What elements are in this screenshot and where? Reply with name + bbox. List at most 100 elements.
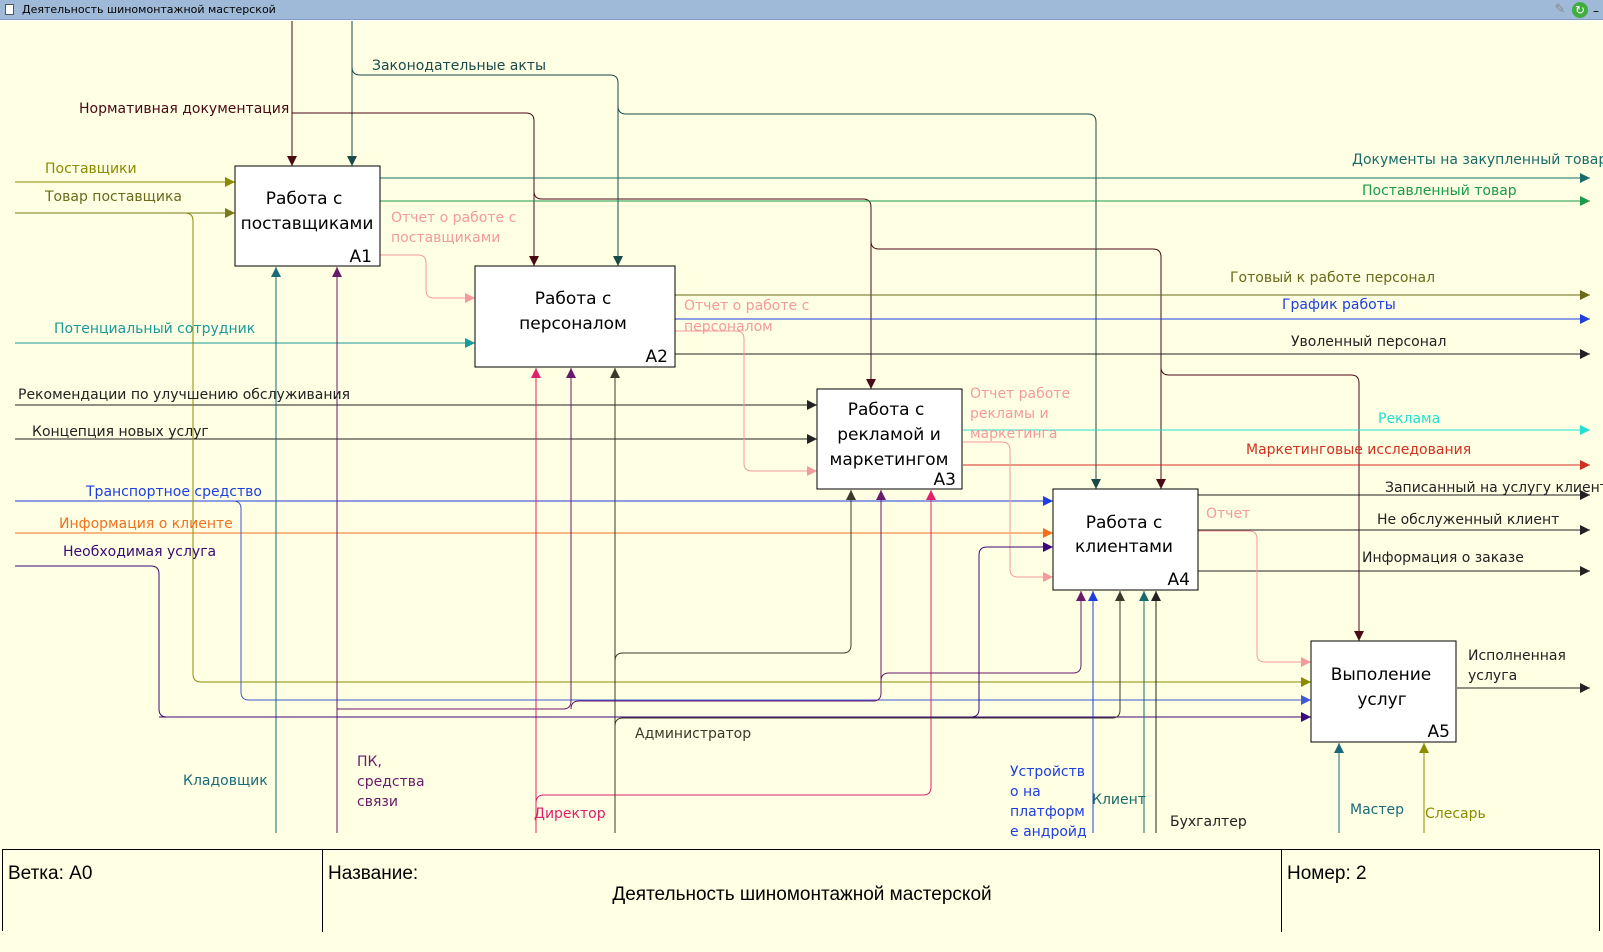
window-title: Деятельность шиномонтажной мастерской [22,3,276,16]
label-director: Директор [534,806,606,822]
arrow-normative-docs-a5[interactable] [1160,366,1364,641]
name-label: Название: [328,863,419,884]
diagram-footer: Ветка: А0 Название: Деятельность шиномон… [2,849,1600,932]
label-work-schedule: График работы [1282,297,1396,313]
label-pc-3: связи [357,794,398,810]
footer-name-cell: Название: Деятельность шиномонтажной мас… [323,850,1282,932]
label-pc-2: средства [357,774,425,790]
label-unserved-client: Не обслуженный клиент [1377,512,1559,528]
label-android-2: о на [1010,784,1041,800]
box-a5-title-line1: Выполение [1331,665,1432,685]
arrow-suppliers-report[interactable] [380,254,475,303]
arrow-vehicle-branch[interactable] [232,500,1311,705]
label-delivered-goods: Поставленный товар [1362,183,1517,199]
box-a5[interactable]: Выполение услуг A5 [1310,640,1457,743]
label-marketing-report-1: Отчет работе [970,386,1070,402]
label-booked-client: Записанный на услугу клиент [1385,480,1603,496]
branch-label: Ветка: А0 [8,863,93,884]
arrow-director-branch[interactable] [535,490,936,804]
label-completed-service-2: услуга [1468,668,1517,684]
label-client-info: Информация о клиенте [59,516,233,532]
arrow-required-service-a4[interactable] [159,542,1053,718]
box-a3[interactable]: Работа с рекламой и маркетингом A3 [816,388,963,490]
label-android-4: е андройд [1010,824,1087,840]
box-a1-number: A1 [350,247,372,267]
label-android-3: платформ [1010,804,1085,820]
label-purchased-docs: Документы на закупленный товар [1352,152,1603,168]
box-a4-title-line1: Работа с [1086,513,1163,533]
label-required-service: Необходимая услуга [63,544,216,560]
pin-icon[interactable]: ✎ [1554,2,1566,17]
number-label: Номер: 2 [1287,863,1367,884]
label-staff-report-1: Отчет о работе с [684,298,809,314]
arrow-pc-a3[interactable] [570,490,886,710]
box-a5-title-line2: услуг [1357,690,1406,710]
box-a2-title-line2: персоналом [519,314,627,334]
label-pc-1: ПК, [357,754,382,770]
label-supplier-goods: Товар поставщика [44,189,182,205]
footer-branch-cell: Ветка: А0 [3,850,323,932]
label-suppliers-report-2: поставщиками [391,230,500,246]
minimize-icon[interactable]: – [1593,4,1599,18]
label-suppliers: Поставщики [45,161,137,177]
box-a1[interactable]: Работа с поставщиками A1 [234,165,381,267]
label-android-1: Устройств [1010,764,1085,780]
arrow-normative-docs-a4[interactable] [870,240,1166,489]
label-report: Отчет [1206,506,1250,522]
arrow-supplier-goods-branch[interactable] [184,212,1311,687]
arrow-normative-docs-branch[interactable] [533,190,876,389]
label-normative-docs: Нормативная документация [79,101,289,117]
box-a2[interactable]: Работа с персоналом A2 [474,265,676,368]
arrow-legislative-acts[interactable] [351,66,623,266]
label-new-services: Концепция новых услуг [32,424,209,440]
label-recommendations: Рекомендации по улучшению обслуживания [18,387,350,403]
box-a2-number: A2 [646,347,668,367]
arrow-administrator-a4[interactable] [614,591,1125,727]
label-completed-service-1: Исполненная [1468,648,1566,664]
idef0-diagram: Работа с поставщиками A1 Работа с персон… [15,21,1603,840]
box-a3-title-line3: маркетингом [830,450,949,470]
box-a4-number: A4 [1168,570,1190,590]
label-marketing-report-3: маркетинга [970,426,1057,442]
arrow-report[interactable] [1198,530,1311,667]
box-a4-title-line2: клиентами [1075,537,1173,557]
label-vehicle: Транспортное средство [85,484,262,500]
arrow-pc-a4[interactable] [880,591,1086,682]
label-potential-employee: Потенциальный сотрудник [54,321,255,337]
label-accountant: Бухгалтер [1170,814,1247,830]
label-master: Мастер [1350,802,1404,818]
label-marketing-report-2: рекламы и [970,406,1049,422]
diagram-name: Деятельность шиномонтажной мастерской [612,884,992,905]
refresh-icon[interactable]: ↻ [1572,2,1588,18]
label-staff-report-2: персоналом [684,319,773,335]
box-a4[interactable]: Работа с клиентами A4 [1052,488,1199,591]
box-a2-title-line1: Работа с [535,289,612,309]
arrow-marketing-report[interactable] [963,441,1053,582]
box-a3-title-line1: Работа с [848,400,925,420]
box-a3-number: A3 [934,470,956,490]
label-suppliers-report-1: Отчет о работе с [391,210,516,226]
arrow-administrator-a3[interactable] [614,490,856,662]
label-advertising: Реклама [1378,411,1440,427]
label-administrator: Администратор [635,726,751,742]
arrow-legislative-acts-branch[interactable] [617,105,1101,489]
label-mechanic: Слесарь [1425,806,1486,822]
label-order-info: Информация о заказе [1362,550,1524,566]
label-ready-staff: Готовый к работе персонал [1230,270,1435,286]
arrow-staff-report[interactable] [675,330,817,476]
window-titlebar: Деятельность шиномонтажной мастерской ✎ … [0,0,1603,20]
label-client: Клиент [1092,792,1146,808]
box-a1-title-line2: поставщиками [241,214,374,234]
box-a3-title-line2: рекламой и [837,425,941,445]
label-storekeeper: Кладовщик [183,773,268,789]
arrow-normative-docs[interactable] [292,112,539,266]
footer-number-cell: Номер: 2 [1282,850,1599,932]
label-marketing-research: Маркетинговые исследования [1246,442,1471,458]
box-a5-number: A5 [1428,722,1450,742]
label-dismissed-staff: Уволенный персонал [1291,334,1446,350]
arrow-pc-branch[interactable] [337,368,576,710]
document-icon [5,4,14,15]
box-a1-title-line1: Работа с [266,189,343,209]
diagram-canvas: Работа с поставщиками A1 Работа с персон… [0,21,1603,952]
label-legislative-acts: Законодательные акты [372,58,546,74]
